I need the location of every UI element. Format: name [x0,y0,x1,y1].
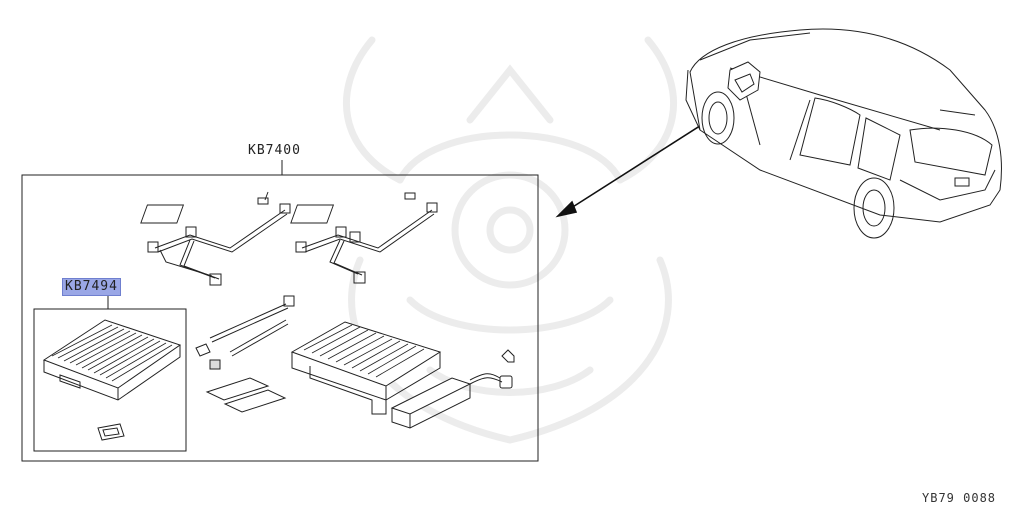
filter-part-number-label[interactable]: KB7494 [62,278,121,296]
wiring-harness-right [290,192,438,284]
filter-frame [33,308,187,452]
wiring-harness-left [140,191,291,286]
filter-clip [97,423,125,441]
relay-box [390,373,513,429]
cabin-filter [42,319,182,401]
small-bracket [501,349,515,363]
small-clip [209,359,221,370]
sensor-cable [195,295,295,357]
figure-reference-code: YB79 0088 [922,491,997,505]
heater-core [290,321,442,415]
kit-part-number-label[interactable]: KB7400 [248,143,301,158]
vehicle-illustration [685,28,1002,239]
insulating-pads [205,377,287,413]
kit-frame [21,174,539,462]
